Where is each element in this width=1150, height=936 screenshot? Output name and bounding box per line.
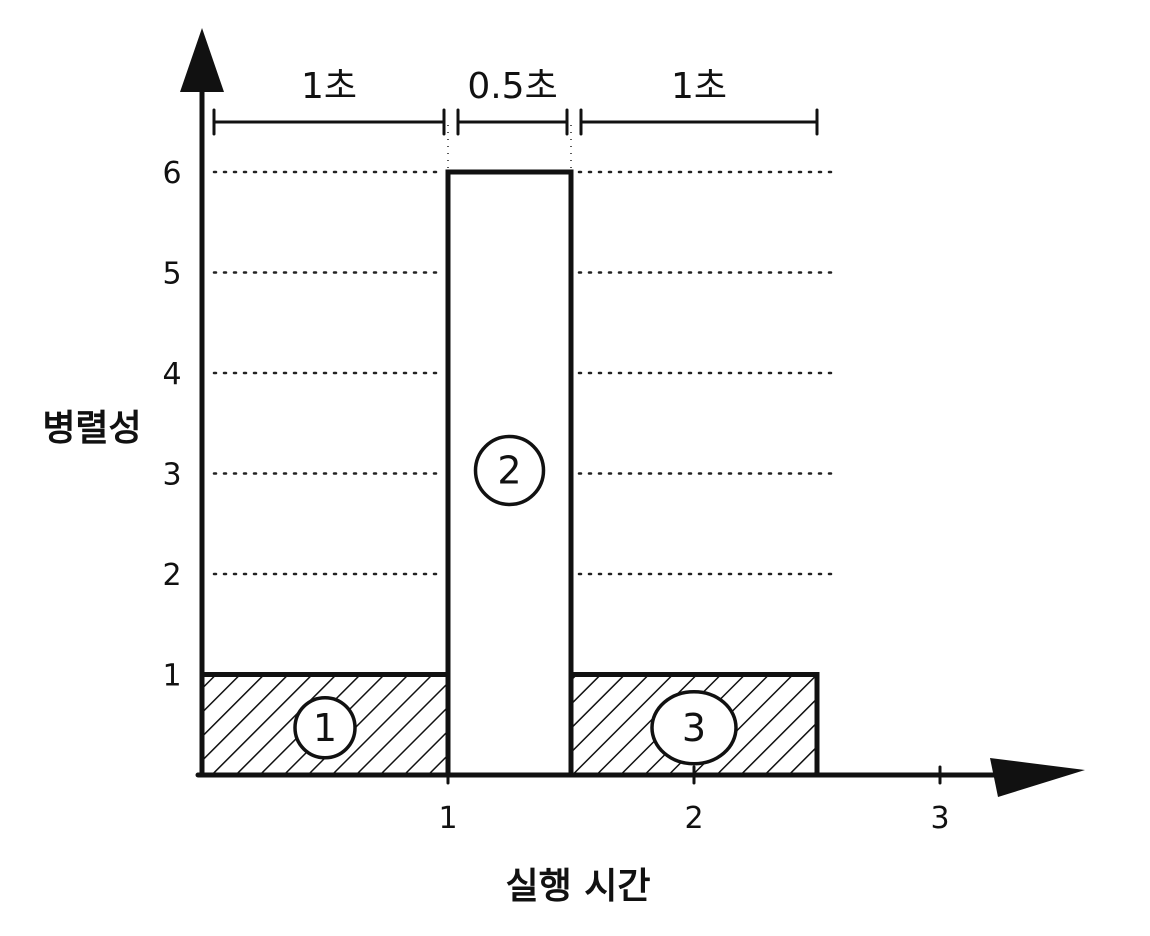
duration-label: 0.5초 bbox=[467, 66, 557, 107]
x-axis-title: 실행 시간 bbox=[505, 866, 650, 907]
bar-3-marker bbox=[650, 690, 738, 766]
x-tick-label: 2 bbox=[684, 801, 703, 836]
duration-label: 1초 bbox=[301, 66, 357, 107]
grid-lines bbox=[212, 125, 834, 576]
y-axis-arrowhead bbox=[180, 28, 224, 92]
bars: 1 2 3 bbox=[199, 169, 820, 778]
x-axis-arrowhead bbox=[990, 758, 1085, 797]
ticks: 1 2 3 4 5 6 1 2 3 bbox=[162, 156, 949, 836]
bar-1-label: 1 bbox=[313, 706, 337, 750]
bar-3-label: 3 bbox=[682, 706, 706, 750]
y-tick-label: 2 bbox=[162, 558, 181, 593]
y-tick-label: 3 bbox=[162, 458, 181, 493]
bar-2-label: 2 bbox=[497, 449, 521, 493]
y-tick-label: 5 bbox=[162, 257, 181, 292]
duration-dimensions: 1초 0.5초 1초 bbox=[212, 66, 819, 136]
y-tick-label: 1 bbox=[162, 659, 181, 694]
y-tick-label: 6 bbox=[162, 156, 181, 191]
bar-2-marker bbox=[473, 434, 546, 507]
x-tick-label: 1 bbox=[438, 801, 457, 836]
y-tick-label: 4 bbox=[162, 357, 181, 392]
duration-label: 1초 bbox=[671, 66, 727, 107]
bar-1-marker bbox=[293, 696, 357, 760]
y-axis-title: 병렬성 bbox=[42, 408, 141, 449]
x-tick-label: 3 bbox=[930, 801, 949, 836]
